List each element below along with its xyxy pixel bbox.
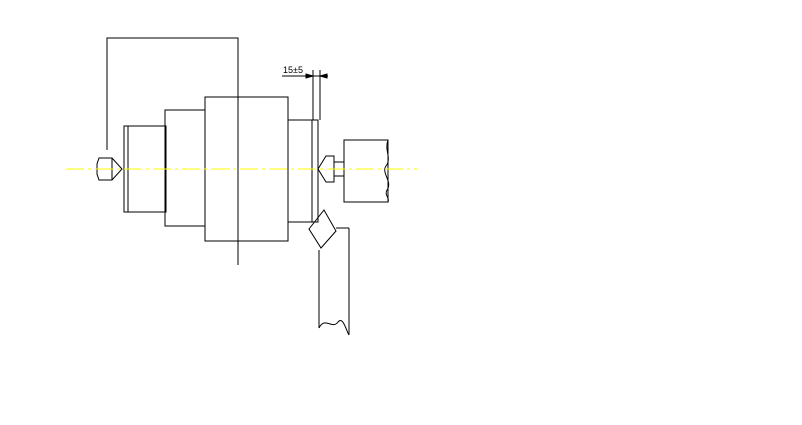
- tool-break-line: [318, 320, 350, 336]
- left-center-point: [96, 157, 123, 181]
- tool-insert: [308, 209, 337, 249]
- shaft-step-medium: [164, 109, 206, 227]
- tailstock-break-line: [384, 139, 390, 203]
- dimension-arrow-right: [318, 73, 328, 79]
- dog-frame: [106, 37, 239, 265]
- tailstock-body: [343, 139, 389, 203]
- shaft-step-right: [287, 119, 319, 223]
- dimension-arrow-left: [305, 73, 315, 79]
- dimension-label: 15±5: [283, 65, 303, 75]
